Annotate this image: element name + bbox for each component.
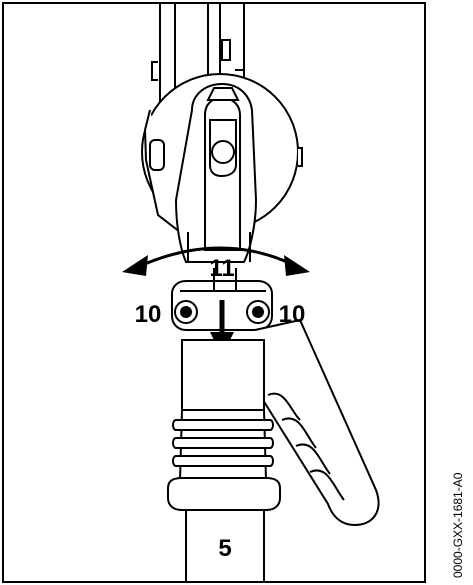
callout-rotation: 11 [209,255,234,282]
rotation-arrow [122,246,310,276]
angled-handle [254,318,380,527]
callout-screw-left: 10 [135,301,162,328]
figure-code: 0000-GXX-1681-A0 [451,472,465,578]
lower-shaft [185,510,265,582]
callout-screw-right: 10 [279,301,306,328]
gear-head [174,82,258,263]
callout-shaft: 5 [218,535,231,562]
lower-coupling [167,339,281,511]
